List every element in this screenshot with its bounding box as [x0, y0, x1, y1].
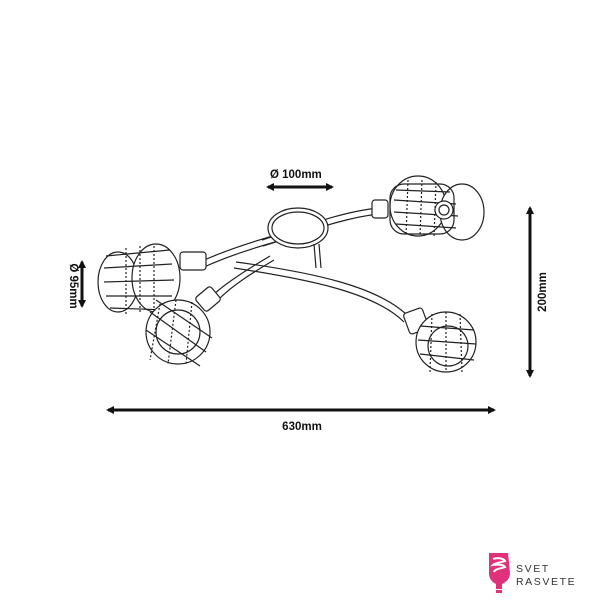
lightbulb-spiral-icon: [489, 553, 510, 593]
logo-line-1: SVET: [516, 563, 550, 575]
lamp-fixture: [97, 175, 485, 373]
arm-bottom-left-inner: [218, 259, 275, 300]
dimension-lines: [78, 183, 534, 414]
shade-bottom-left: [145, 286, 221, 367]
svet-rasvete-logo: SVET RASVETE: [486, 551, 598, 595]
arm-right-inner: [233, 267, 405, 323]
shade-top-right: [371, 175, 485, 241]
top-diameter-label: Ø 100mm: [270, 169, 322, 181]
shade-bottom-right: [403, 307, 477, 373]
left-diameter-label: Ø 95mm: [67, 263, 79, 308]
ceiling-canopy: [267, 207, 329, 249]
arm-right: [235, 261, 411, 319]
width-label: 630mm: [282, 421, 322, 433]
arm-bottom-left: [213, 255, 271, 295]
logo-line-2: RASVETE: [516, 576, 577, 588]
shade-left: [97, 243, 207, 314]
height-label: 200mm: [537, 272, 549, 312]
canopy-stem: [313, 243, 317, 269]
